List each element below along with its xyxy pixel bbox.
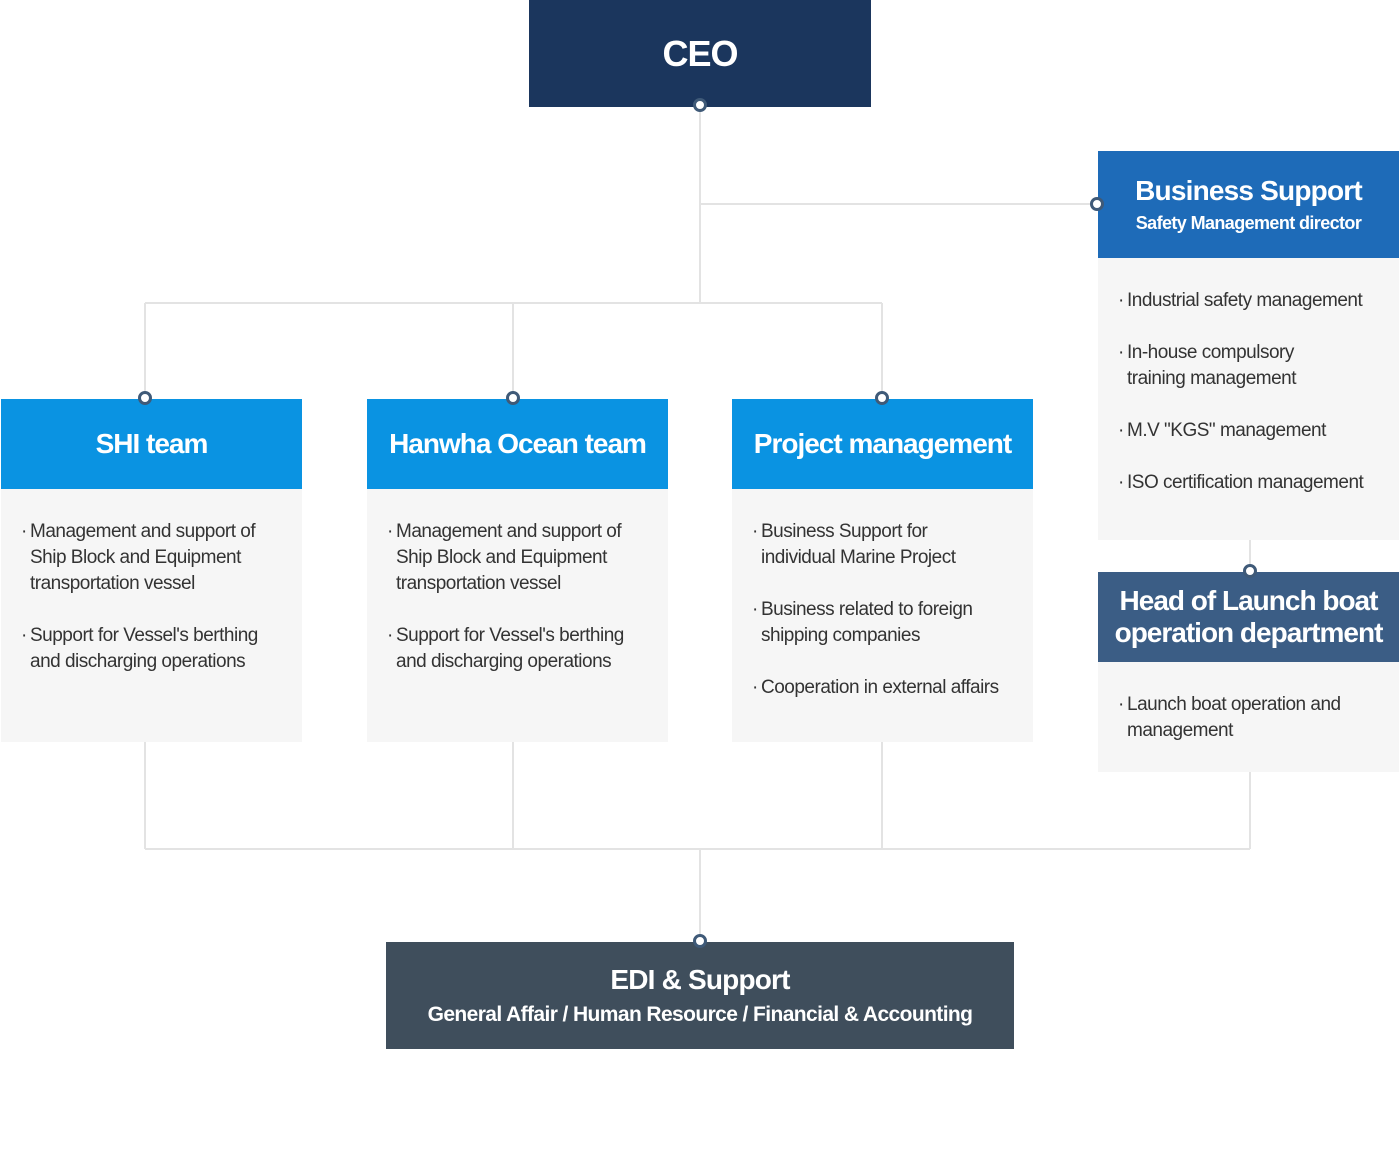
hanwha-ocean-team-title: Hanwha Ocean team — [389, 428, 647, 459]
list-item: ·Support for Vessel's berthing and disch… — [387, 623, 650, 675]
item-text: Business Support for individual Marine P… — [761, 521, 956, 568]
shi-team-title: SHI team — [95, 428, 209, 459]
list-item: ·Launch boat operation and management — [1118, 692, 1381, 744]
launch-boat-title: Head of Launch boat operation department — [1114, 585, 1384, 648]
item-text: Launch boat operation and management — [1127, 694, 1341, 741]
list-item: ·Management and support of Ship Block an… — [21, 519, 284, 597]
project-management-title: Project management — [753, 428, 1012, 459]
bullet-icon: · — [387, 625, 393, 646]
bullet-icon: · — [1118, 290, 1124, 311]
node-dot-icon — [138, 391, 152, 405]
item-text: Support for Vessel's berthing and discha… — [30, 625, 258, 672]
node-dot-icon — [506, 391, 520, 405]
item-text: Management and support of Ship Block and… — [30, 521, 256, 594]
business-support-title: Business Support — [1135, 174, 1363, 206]
ceo-label: CEO — [662, 32, 738, 74]
list-item: ·M.V "KGS" management — [1118, 418, 1389, 444]
item-text: Business related to foreign shipping com… — [761, 599, 973, 646]
list-item: ·Management and support of Ship Block an… — [387, 519, 650, 597]
business-support-body: ·Industrial safety management ·In-house … — [1098, 258, 1399, 540]
item-text: Industrial safety management — [1127, 290, 1363, 311]
business-support-subtitle: Safety Management director — [1135, 212, 1362, 233]
project-management-body: ·Business Support for individual Marine … — [732, 489, 1033, 742]
node-dot-icon — [693, 98, 707, 112]
hanwha-ocean-team-body: ·Management and support of Ship Block an… — [367, 489, 668, 742]
edi-support-box: EDI & Support General Affair / Human Res… — [386, 942, 1014, 1049]
item-text: M.V "KGS" management — [1127, 420, 1326, 441]
list-item: ·Industrial safety management — [1118, 288, 1389, 314]
bullet-icon: · — [1118, 694, 1124, 715]
node-dot-icon — [1243, 564, 1257, 578]
list-item: ·Support for Vessel's berthing and disch… — [21, 623, 284, 675]
bullet-icon: · — [1118, 342, 1124, 363]
list-item: ·Cooperation in external affairs — [752, 675, 1015, 701]
launch-boat-body: ·Launch boat operation and management — [1098, 662, 1399, 772]
list-item: ·ISO certification management — [1118, 470, 1389, 496]
project-management-header: Project management — [732, 399, 1033, 489]
shi-team-header: SHI team — [1, 399, 302, 489]
list-item: ·Business related to foreign shipping co… — [752, 597, 1015, 649]
item-text: ISO certification management — [1127, 472, 1364, 493]
bullet-icon: · — [1118, 472, 1124, 493]
node-dot-icon — [1090, 197, 1104, 211]
bullet-icon: · — [387, 521, 393, 542]
hanwha-ocean-team-header: Hanwha Ocean team — [367, 399, 668, 489]
node-dot-icon — [693, 934, 707, 948]
bullet-icon: · — [752, 677, 758, 698]
edi-support-title: EDI & Support — [610, 963, 790, 995]
item-text: Management and support of Ship Block and… — [396, 521, 622, 594]
edi-support-subtitle: General Affair / Human Resource / Financ… — [427, 1002, 973, 1026]
bullet-icon: · — [21, 521, 27, 542]
bullet-icon: · — [752, 599, 758, 620]
business-support-header: Business Support Safety Management direc… — [1098, 151, 1399, 258]
bullet-icon: · — [21, 625, 27, 646]
item-text: Support for Vessel's berthing and discha… — [396, 625, 624, 672]
bullet-icon: · — [752, 521, 758, 542]
node-dot-icon — [875, 391, 889, 405]
item-text: Cooperation in external affairs — [761, 677, 999, 698]
shi-team-body: ·Management and support of Ship Block an… — [1, 489, 302, 742]
ceo-box: CEO — [529, 0, 871, 107]
launch-boat-header: Head of Launch boat operation department — [1098, 572, 1399, 662]
list-item: ·Business Support for individual Marine … — [752, 519, 1015, 571]
bullet-icon: · — [1118, 420, 1124, 441]
list-item: ·In-house compulsory training management — [1118, 340, 1389, 392]
item-text: In-house compulsory training management — [1127, 342, 1297, 389]
